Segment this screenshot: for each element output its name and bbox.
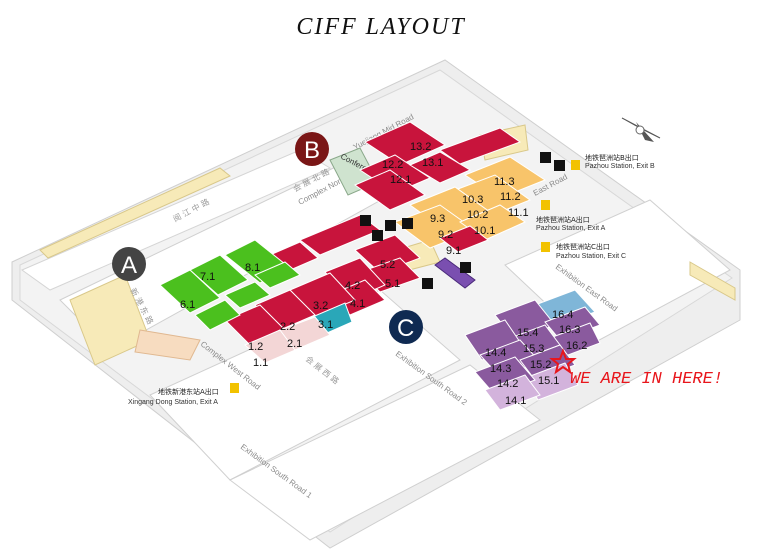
entrance-icon [540,152,551,163]
hall-15-3[interactable]: 15.3 [523,343,544,355]
xingang-a-cn: 地铁新港东站A出口 [158,387,219,396]
hall-4-2[interactable]: 4.2 [345,280,360,292]
hall-2-2[interactable]: 2.2 [280,321,295,333]
entrance-icon [360,215,371,226]
star-icon [549,348,577,375]
you-are-here[interactable]: WE ARE IN HERE! [549,348,723,389]
hall-2-1[interactable]: 2.1 [287,338,302,350]
hall-labels: 13.2 12.2 13.1 12.1 11.3 11.2 11.1 10.3 … [180,141,587,407]
entrance-icon [460,262,471,273]
metro-exit-pazhou-c[interactable]: 地铁琶洲站C出口 Pazhou Station, Exit C [541,242,626,260]
hall-10-1[interactable]: 10.1 [474,225,495,237]
zone-b-label: B [304,137,320,164]
hall-11-2[interactable]: 11.2 [500,191,521,203]
map-title: CIFF LAYOUT [296,14,466,40]
hall-1-1[interactable]: 1.1 [253,357,268,369]
metro-exit-pazhou-b[interactable]: 地铁琶洲站B出口 Pazhou Station, Exit B [571,153,655,170]
compass-icon [621,117,661,142]
metro-exit-pazhou-a[interactable]: 地铁琶洲站A出口 Pazhou Station, Exit A [536,200,606,232]
hall-11-1[interactable]: 11.1 [508,207,529,219]
hall-9-3[interactable]: 9.3 [430,213,445,225]
zone-a-green-halls [159,239,301,331]
metro-icon [541,242,550,252]
zone-a-marker[interactable]: A [112,247,146,281]
hall-15-1[interactable]: 15.1 [538,375,559,387]
metro-icon [541,200,550,210]
zone-c-label: C [397,315,414,342]
metro-exit-xingang-a[interactable]: 地铁新港东站A出口 Xingang Dong Station, Exit A [128,383,239,406]
hall-14-3[interactable]: 14.3 [490,363,511,375]
hall-9-1[interactable]: 9.1 [446,245,461,257]
hall-14-2[interactable]: 14.2 [497,378,518,390]
hall-12-1[interactable]: 12.1 [390,174,411,186]
entrance-icon [402,218,413,229]
hall-14-4[interactable]: 14.4 [485,347,506,359]
hall-13-1[interactable]: 13.1 [422,157,443,169]
hall-14-1[interactable]: 14.1 [505,395,526,407]
zone-b-halls [353,121,522,211]
pazhou-c-cn: 地铁琶洲站C出口 [556,242,610,251]
hall-3-1[interactable]: 3.1 [318,319,333,331]
hall-12-2[interactable]: 12.2 [382,159,403,171]
hall-15-2[interactable]: 15.2 [530,359,551,371]
hall-5-1[interactable]: 5.1 [385,278,400,290]
entrance-icons [360,152,565,289]
hall-4-1[interactable]: 4.1 [350,298,365,310]
hall-10-2[interactable]: 10.2 [467,209,488,221]
yellow-halls [393,156,547,249]
zone-c-halls [464,289,601,411]
pazhou-b-cn: 地铁琶洲站B出口 [585,153,639,162]
hall-6-1[interactable]: 6.1 [180,299,195,311]
hall-3-2[interactable]: 3.2 [313,300,328,312]
hall-16-2[interactable]: 16.2 [566,340,587,352]
hall-16-4[interactable]: 16.4 [552,309,573,321]
zone-c-marker[interactable]: C [389,310,423,344]
hall-10-3[interactable]: 10.3 [462,194,483,206]
pazhou-a-en: Pazhou Station, Exit A [536,225,606,232]
hall-15-4[interactable]: 15.4 [517,327,538,339]
purple-walkway [434,257,476,289]
entrance-icon [422,278,433,289]
pazhou-b-en: Pazhou Station, Exit B [585,163,655,170]
hall-7-1[interactable]: 7.1 [200,271,215,283]
hall-13-2[interactable]: 13.2 [410,141,431,153]
hall-11-3[interactable]: 11.3 [494,176,515,188]
pazhou-c-en: Pazhou Station, Exit C [556,253,626,260]
zone-b-marker[interactable]: B [295,132,329,166]
entrance-icon [554,160,565,171]
entrance-icon [372,230,383,241]
you-are-here-label: WE ARE IN HERE! [570,370,723,389]
zone-a-label: A [121,252,137,279]
hall-9-2[interactable]: 9.2 [438,229,453,241]
hall-16-3[interactable]: 16.3 [559,324,580,336]
hall-2-1-block [279,316,331,351]
entrance-icon [385,220,396,231]
pazhou-a-cn: 地铁琶洲站A出口 [536,215,590,224]
metro-icon [230,383,239,393]
hall-5-2[interactable]: 5.2 [380,259,395,271]
hall-8-1[interactable]: 8.1 [245,262,260,274]
hall-1-2[interactable]: 1.2 [248,341,263,353]
xingang-a-en: Xingang Dong Station, Exit A [128,399,218,406]
metro-icon [571,160,580,170]
